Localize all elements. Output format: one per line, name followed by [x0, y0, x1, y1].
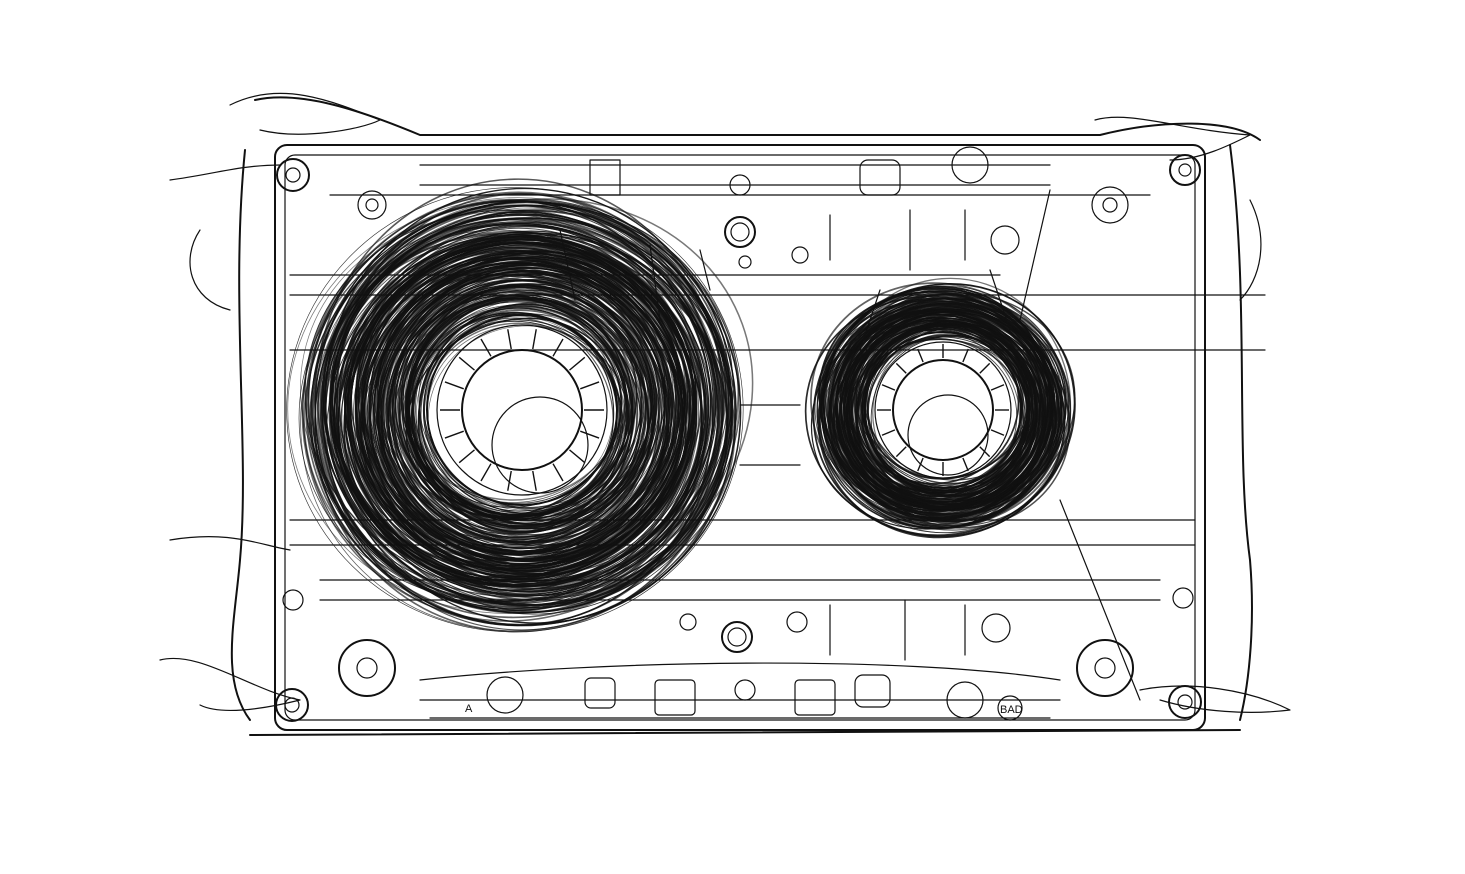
tape-loop: [331, 222, 724, 591]
left-reel-teeth: [440, 329, 604, 491]
reel-tooth: [569, 449, 586, 464]
outer-scribble-frame: [159, 92, 1291, 736]
reel-tooth: [552, 338, 564, 357]
right-reel: [804, 277, 1076, 539]
tape-loop: [373, 261, 666, 552]
tape-loop: [316, 221, 733, 609]
left-tape-scribble: [286, 178, 754, 633]
tape-loop: [829, 316, 1039, 502]
screw-bottom-left: [275, 688, 309, 722]
reel-tooth: [881, 429, 896, 436]
tape-loop: [417, 303, 628, 533]
tape-loop: [388, 271, 662, 561]
screw-top-left: [276, 158, 310, 192]
reel-tooth: [990, 429, 1005, 436]
reel-tooth: [507, 470, 512, 491]
reel-tooth: [580, 430, 600, 439]
reel-tooth: [507, 329, 512, 350]
tape-loop: [391, 284, 654, 536]
reel-tooth: [962, 457, 969, 472]
reel-tooth: [444, 430, 464, 439]
reel-tooth: [458, 449, 475, 464]
tape-loop: [854, 320, 1041, 501]
reel-tooth: [480, 463, 492, 482]
reel-tooth: [569, 356, 586, 371]
tape-loop: [369, 263, 673, 562]
tape-loop: [823, 285, 1067, 520]
screw-bottom-left-inner: [338, 639, 396, 697]
tape-loop: [325, 213, 733, 615]
reel-tooth: [444, 381, 464, 390]
tape-loop: [358, 249, 703, 582]
tape-loop: [314, 205, 729, 633]
tape-loop: [394, 279, 653, 528]
screw-bottom-right: [1168, 685, 1202, 719]
tape-loop: [850, 311, 1052, 506]
bottom-head-area: A BAD: [282, 579, 1194, 721]
tape-loop: [423, 312, 638, 516]
reel-tooth: [895, 362, 907, 374]
tape-loop: [333, 211, 712, 596]
tape-loop: [364, 248, 671, 556]
tape-loop: [819, 299, 1071, 529]
reel-tooth: [580, 381, 600, 390]
corner-screws: [275, 154, 1202, 722]
tape-loop: [377, 263, 667, 542]
screw-top-right-inner: [1091, 186, 1129, 224]
tape-loop: [420, 306, 632, 524]
tape-loop: [863, 327, 1027, 491]
screw-bottom-right-inner: [1076, 639, 1134, 697]
reel-tooth: [895, 446, 907, 458]
tape-loop: [810, 302, 1067, 530]
reel-tooth: [532, 470, 537, 491]
reel-tooth: [979, 362, 991, 374]
screw-top-left-inner: [357, 190, 387, 220]
reel-tooth: [962, 348, 969, 363]
side-label: A: [465, 703, 473, 715]
right-reel-teeth: [877, 344, 1009, 476]
tape-loop: [320, 204, 731, 606]
reel-tooth: [552, 463, 564, 482]
screw-top-right: [1169, 154, 1201, 186]
reel-tooth: [458, 356, 475, 371]
tape-loop: [831, 277, 1072, 531]
reel-tooth: [881, 384, 896, 391]
tape-loop: [851, 324, 1043, 492]
right-tape-scribble: [804, 277, 1076, 539]
tape-loop: [310, 200, 742, 626]
scratch-marks: [559, 189, 1141, 701]
tape-loop: [843, 307, 1052, 512]
tape-loop: [423, 322, 620, 509]
tape-loop: [408, 284, 643, 525]
reel-tooth: [979, 446, 991, 458]
tape-loop: [387, 284, 657, 544]
tape-loop: [388, 283, 638, 520]
tape-loop: [324, 199, 728, 631]
reel-tooth: [532, 329, 537, 350]
left-reel: [286, 178, 754, 633]
reel-tooth: [990, 384, 1005, 391]
tape-loop: [365, 252, 681, 554]
tape-loop: [343, 241, 704, 575]
top-rail: [419, 146, 1051, 271]
reel-tooth: [917, 348, 924, 363]
type-label: BAD: [1000, 704, 1023, 716]
reel-tooth: [917, 457, 924, 472]
tape-loop: [368, 255, 680, 560]
tape-loop: [816, 297, 1054, 529]
reel-tooth: [480, 338, 492, 357]
tape-loop: [835, 293, 1038, 510]
